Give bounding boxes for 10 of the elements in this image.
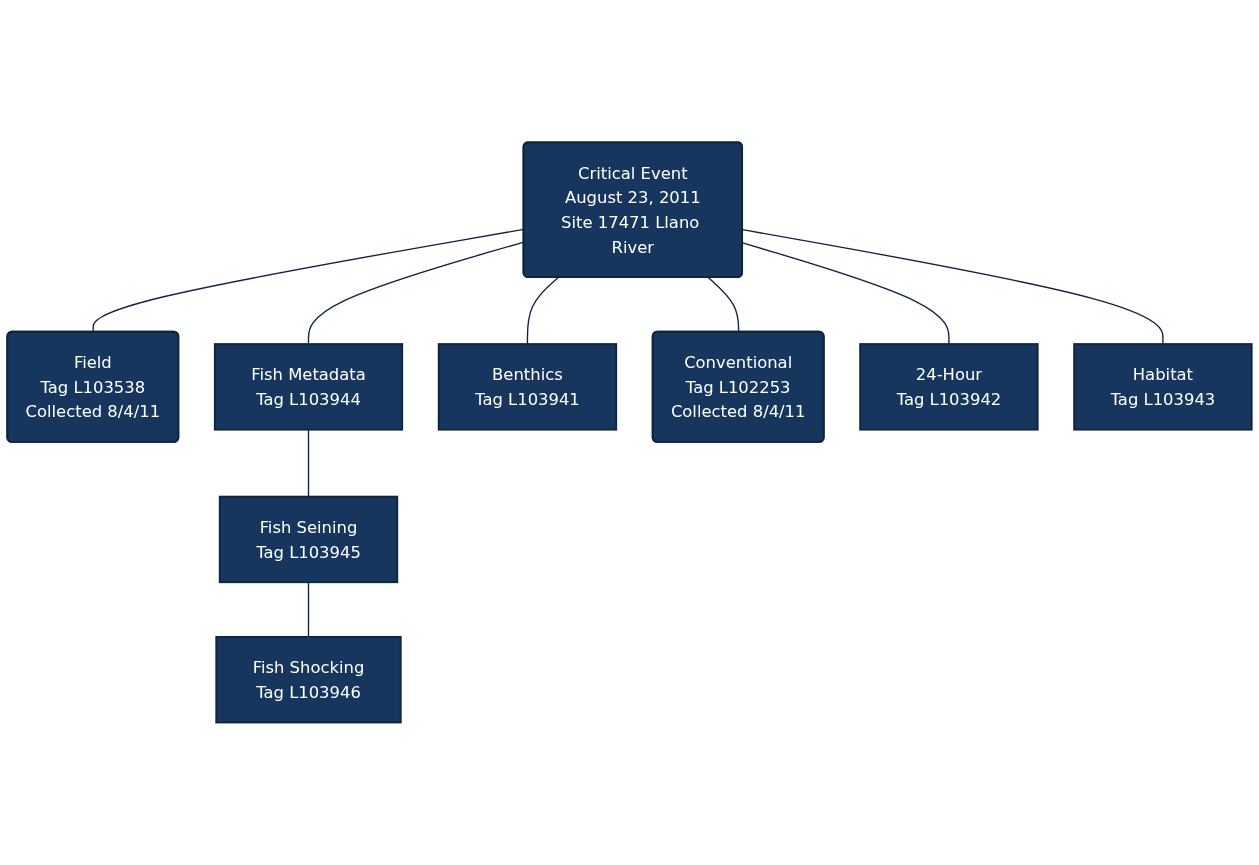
connector [307, 581, 310, 638]
connector [526, 276, 559, 345]
connector [307, 429, 310, 498]
connector [707, 276, 740, 333]
node-box: Habitat Tag L103943 [1073, 343, 1253, 431]
node-box: Fish Shocking Tag L103946 [215, 636, 402, 724]
node-box: 24-Hour Tag L103942 [859, 343, 1039, 431]
node-box: Fish Metadata Tag L103944 [213, 343, 404, 431]
node-box: Benthics Tag L103941 [437, 343, 618, 431]
node-box: Fish Seining Tag L103945 [218, 495, 399, 584]
